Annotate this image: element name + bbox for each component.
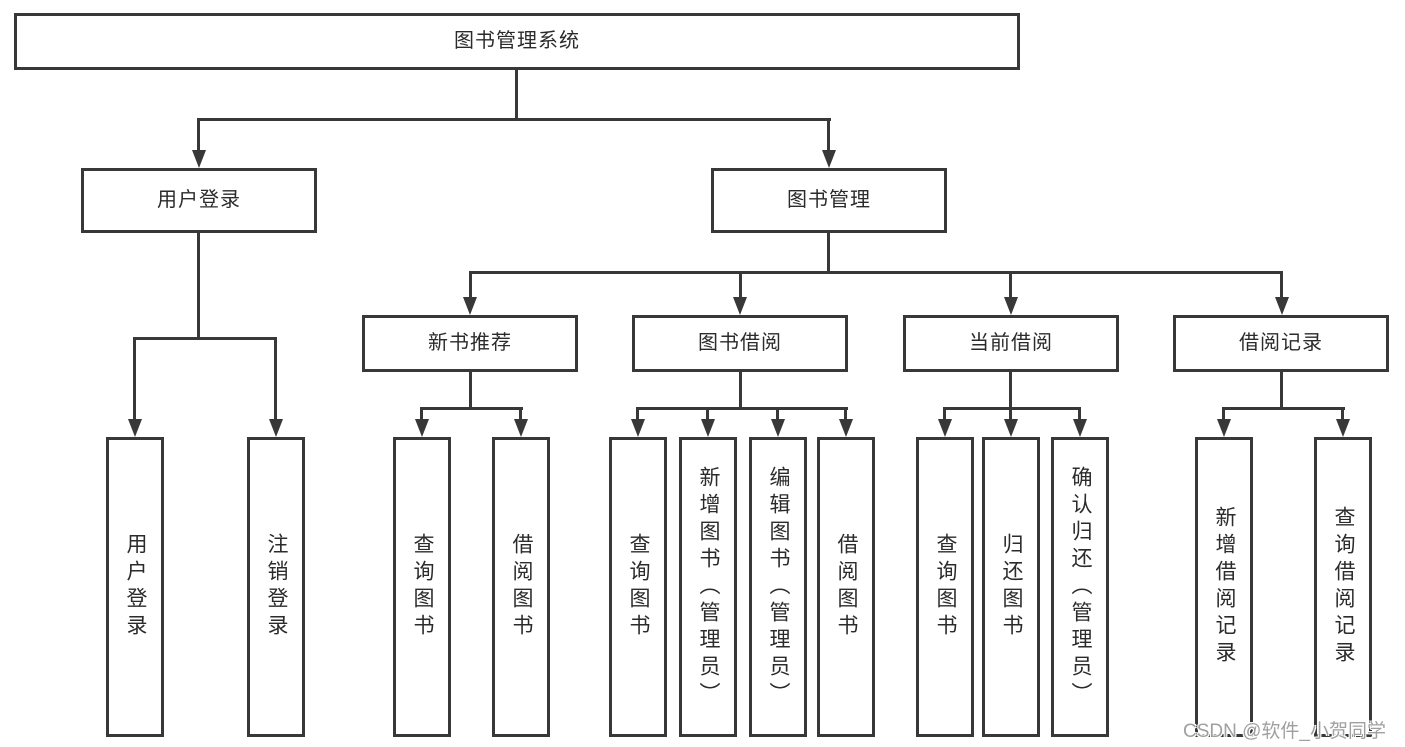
arrowhead-down [771,419,785,437]
connector-stem [519,407,522,421]
connector-root-vline [515,70,518,118]
connector-stem-book-borrow [739,271,742,299]
connector-stem [706,407,709,421]
connector-stem-current-borrow [1009,271,1012,299]
connector-book-borrow-hline [636,407,848,410]
connector-stem-borrow-record [1280,271,1283,299]
connector-stem-book-management [827,118,830,150]
connector-stem-new-book [469,271,472,299]
connector-borrow-record-vline [1280,372,1283,407]
arrowhead-down [1275,297,1289,315]
node-current-borrowing: 当前借阅 [903,315,1119,372]
connector-stem-user-login [197,118,200,150]
connector-stem [844,407,847,421]
arrowhead-down [1004,297,1018,315]
leaf-query-books-3: 查询图书 [916,437,974,737]
connector-stem [943,407,946,421]
leaf-user-login: 用户登录 [106,437,164,737]
connector-stem-leaf-login [133,337,136,419]
arrowhead-down [938,419,952,437]
watermark: CSDN @软件_小贺同学 [1183,721,1386,742]
node-book-borrowing: 图书借阅 [632,315,848,372]
leaf-add-books-admin: 新增图书（管理员） [679,437,737,737]
leaf-borrow-books-1: 借阅图书 [492,437,550,737]
leaf-add-borrow-record: 新增借阅记录 [1195,437,1253,737]
leaf-query-books-1: 查询图书 [393,437,451,737]
connector-stem [1009,407,1012,421]
arrowhead-down [514,419,528,437]
connector-book-management-vline [827,233,830,274]
leaf-query-books-2: 查询图书 [609,437,667,737]
arrowhead-down [1073,419,1087,437]
leaf-return-books: 归还图书 [982,437,1040,737]
arrowhead-down [839,419,853,437]
connector-stem [1078,407,1081,421]
connector-user-login-vline [197,233,200,337]
leaf-borrow-books-2: 借阅图书 [817,437,875,737]
connector-user-login-hline [133,337,277,340]
node-library-management-system: 图书管理系统 [14,13,1020,70]
node-book-management: 图书管理 [711,168,947,233]
connector-borrow-record-hline [1222,407,1345,410]
node-user-login: 用户登录 [81,168,317,233]
arrowhead-down [192,150,206,168]
arrowhead-down [1004,419,1018,437]
connector-current-borrow-hline [943,407,1081,410]
connector-new-book-hline [420,407,523,410]
arrowhead-down [631,419,645,437]
connector-current-borrow-vline [1009,372,1012,407]
arrowhead-down [128,419,142,437]
arrowhead-down [269,419,283,437]
arrowhead-down [822,150,836,168]
leaf-edit-books-admin: 编辑图书（管理员） [749,437,807,737]
arrowhead-down [701,419,715,437]
connector-root-hline [197,118,831,121]
connector-stem [636,407,639,421]
connector-new-book-vline [469,372,472,407]
node-new-book-recommend: 新书推荐 [362,315,578,372]
connector-stem [1341,407,1344,421]
leaf-confirm-return-admin: 确认归还（管理员） [1051,437,1109,737]
arrowhead-down [415,419,429,437]
arrowhead-down [1336,419,1350,437]
connector-stem [776,407,779,421]
arrowhead-down [463,297,477,315]
leaf-query-borrow-record: 查询借阅记录 [1314,437,1372,737]
connector-level3-hline [469,271,1283,274]
connector-book-borrow-vline [739,372,742,407]
arrowhead-down [733,297,747,315]
arrowhead-down [1217,419,1231,437]
leaf-logout: 注销登录 [247,437,305,737]
connector-stem [1222,407,1225,421]
node-borrowing-records: 借阅记录 [1173,315,1389,372]
connector-stem [420,407,423,421]
connector-stem-leaf-logout [274,337,277,419]
